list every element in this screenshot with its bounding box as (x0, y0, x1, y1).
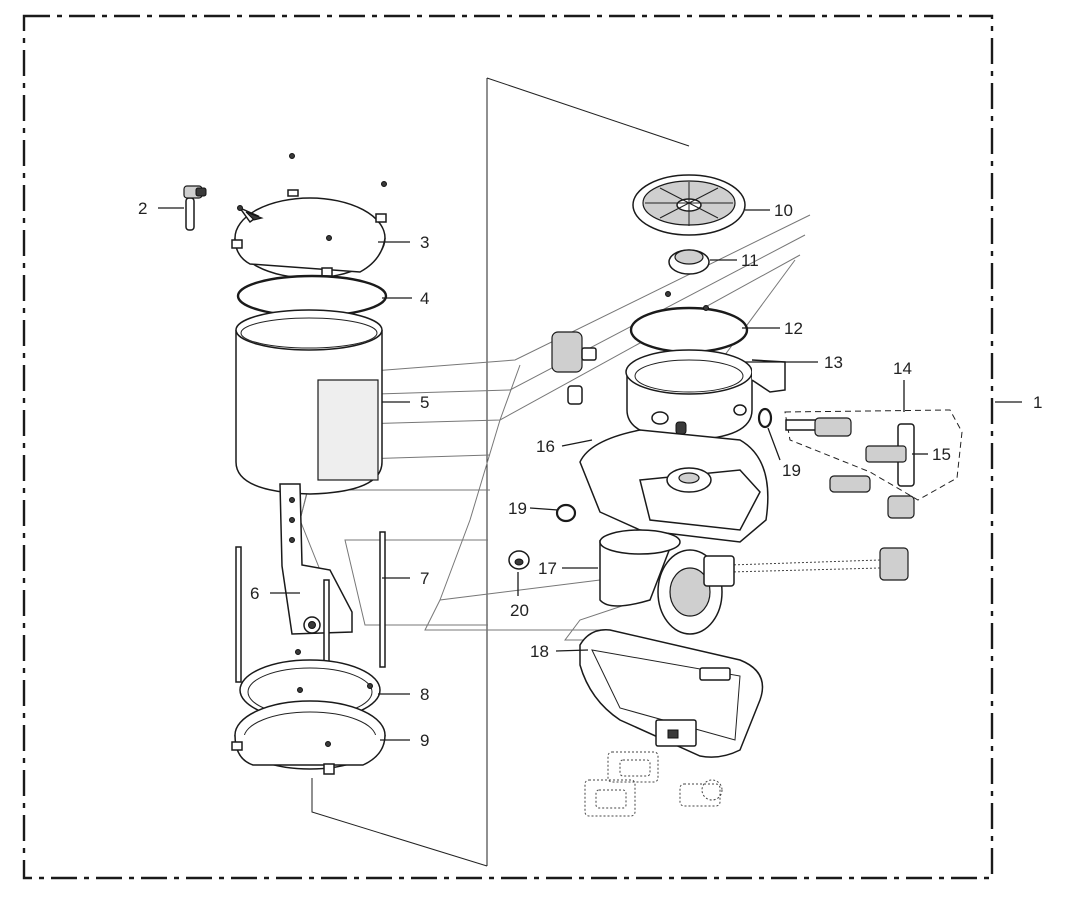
part-6-bracket (279, 483, 353, 635)
base-accessories (584, 751, 723, 817)
part-20-plug (508, 550, 530, 570)
part-12-o-ring (629, 291, 749, 354)
callout-3: 3 (420, 233, 429, 252)
callout-14: 14 (893, 359, 912, 378)
callout-19-left: 19 (508, 499, 527, 518)
callout-8: 8 (420, 685, 429, 704)
callout-6: 6 (250, 584, 259, 603)
callout-10: 10 (774, 201, 793, 220)
assembly-boundary (22, 14, 994, 880)
leader-lines (158, 207, 1022, 741)
callout-13: 13 (824, 353, 843, 372)
part-13-side-fittings (551, 331, 597, 405)
callout-4: 4 (420, 289, 429, 308)
part-10-disc (632, 174, 746, 236)
part-16-cover (579, 429, 769, 543)
part-3-lid (231, 153, 387, 279)
part-19-seal-left (555, 503, 577, 523)
part-14-15-fittings (729, 409, 963, 581)
callout-16: 16 (536, 437, 555, 456)
part-18-tray (579, 629, 764, 758)
callout-20: 20 (510, 601, 529, 620)
callout-15: 15 (932, 445, 951, 464)
callout-labels: 1 2 3 4 5 6 7 8 9 10 11 12 13 14 15 16 1… (138, 199, 1042, 750)
part-17-motor (599, 529, 735, 635)
callout-2: 2 (138, 199, 147, 218)
callout-1: 1 (1033, 393, 1042, 412)
part-9-base (231, 700, 386, 775)
callout-12: 12 (784, 319, 803, 338)
part-19-seal-right (757, 407, 773, 429)
callout-7: 7 (420, 569, 429, 588)
part-7-tie-rods (235, 531, 386, 721)
group-connector-lines (311, 77, 690, 867)
callout-5: 5 (420, 393, 429, 412)
part-11-hub (668, 249, 710, 275)
callout-17: 17 (538, 559, 557, 578)
callout-9: 9 (420, 731, 429, 750)
callout-11: 11 (741, 251, 759, 270)
part-5-reservoir (235, 309, 383, 495)
callout-18: 18 (530, 642, 549, 661)
callout-19-right: 19 (782, 461, 801, 480)
part-2-fitting (183, 185, 207, 231)
